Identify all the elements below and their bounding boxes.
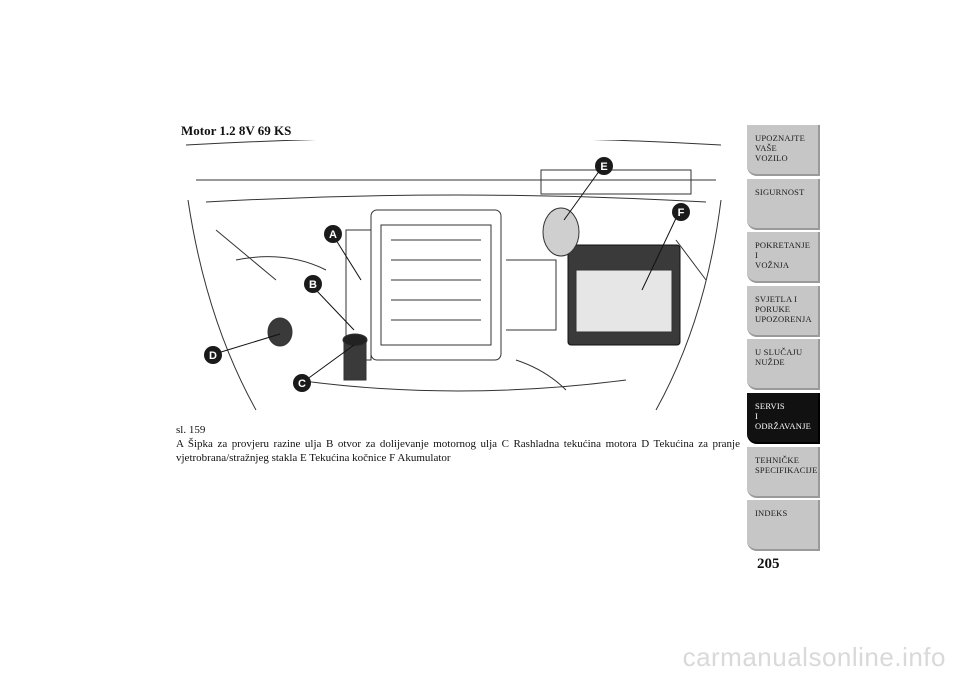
tab-tehnicke-specifikacije[interactable]: TEHNIČKE SPECIFIKACIJE: [747, 446, 820, 498]
marker-e: E: [595, 157, 613, 175]
svg-text:D: D: [209, 350, 217, 362]
marker-c: C: [293, 374, 311, 392]
section-title: Motor 1.2 8V 69 KS: [181, 123, 292, 138]
page-number: 205: [757, 556, 780, 572]
svg-text:A: A: [329, 229, 337, 241]
figure-reference: sl. 159: [176, 424, 206, 436]
engine-bay-illustration: A B C D E F: [176, 140, 732, 422]
tab-sigurnost[interactable]: SIGURNOST: [747, 178, 820, 230]
svg-text:E: E: [600, 161, 607, 173]
tab-servis-i-odrzavanje[interactable]: SERVIS I ODRŽAVANJE: [747, 392, 820, 444]
chapter-tabs: UPOZNAJTE VAŠE VOZILO SIGURNOST POKRETAN…: [747, 125, 820, 554]
tab-pokretanje-i-voznja[interactable]: POKRETANJE I VOŽNJA: [747, 232, 820, 284]
tab-indeks[interactable]: INDEKS: [747, 500, 820, 552]
marker-b: B: [304, 275, 322, 293]
svg-text:F: F: [678, 207, 685, 219]
watermark: carmanualsonline.info: [682, 642, 946, 672]
svg-text:B: B: [309, 279, 317, 291]
marker-d: D: [204, 346, 222, 364]
figure-caption: A Šipka za provjeru razine ulja B otvor …: [176, 438, 740, 464]
marker-f: F: [672, 203, 690, 221]
tab-upoznajte-vase-vozilo[interactable]: UPOZNAJTE VAŠE VOZILO: [747, 125, 820, 176]
tab-svjetla-i-poruke-upozorenja[interactable]: SVJETLA I PORUKE UPOZORENJA: [747, 285, 820, 337]
tab-u-slucaju-nuzde[interactable]: U SLUČAJU NUŽDE: [747, 339, 820, 391]
svg-text:C: C: [298, 378, 306, 390]
marker-a: A: [324, 225, 342, 243]
